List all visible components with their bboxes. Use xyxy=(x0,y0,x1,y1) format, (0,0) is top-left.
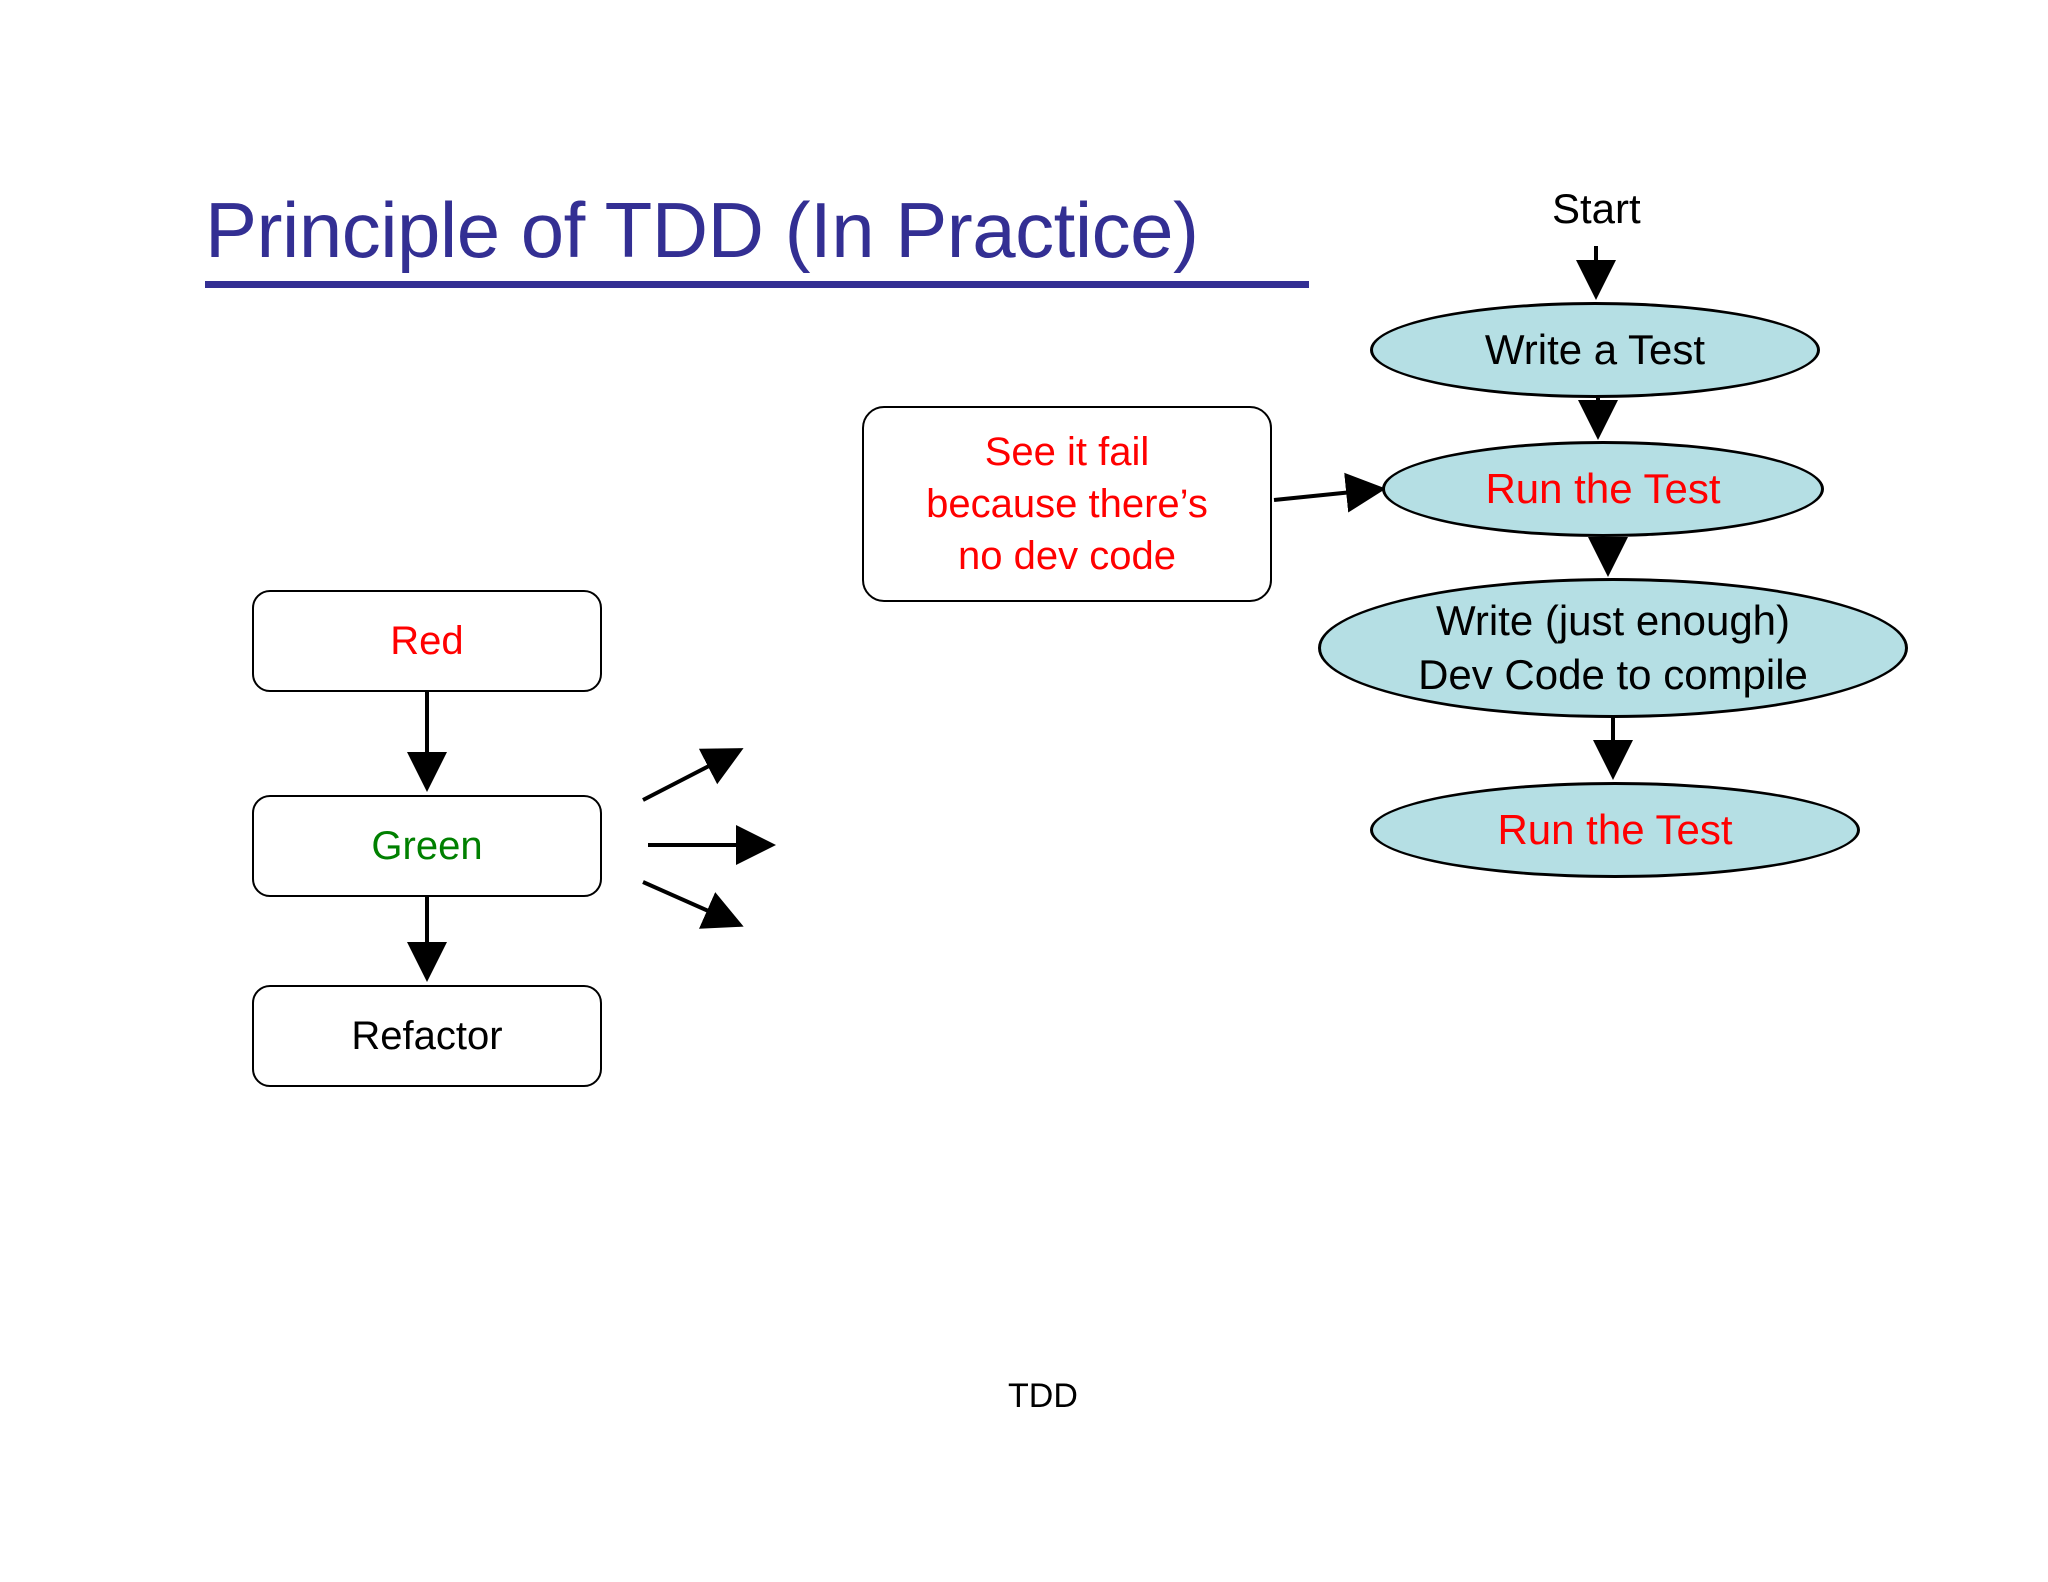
callout-line-3: no dev code xyxy=(958,534,1176,578)
process-box-red-label: Red xyxy=(390,618,464,663)
process-box-refactor-label: Refactor xyxy=(351,1013,503,1058)
start-label: Start xyxy=(1552,185,1641,232)
node-run-the-test-2[interactable]: Run the Test xyxy=(1370,782,1860,878)
arrow-fanout-down-right xyxy=(642,880,744,929)
node-run-the-test-1[interactable]: Run the Test xyxy=(1382,441,1824,537)
node-run-the-test-1-label: Run the Test xyxy=(1485,465,1721,512)
node-write-dev-code[interactable]: Write (just enough) Dev Code to compile xyxy=(1318,578,1908,718)
arrow-callout-to-run-test xyxy=(1273,472,1386,513)
title-block: Principle of TDD (In Practice) xyxy=(205,182,1320,288)
node-write-a-test[interactable]: Write a Test xyxy=(1370,302,1820,398)
arrow-fanout-up-right xyxy=(642,748,744,802)
page-title: Principle of TDD (In Practice) xyxy=(205,186,1199,274)
process-box-red[interactable]: Red xyxy=(252,590,602,692)
process-box-green[interactable]: Green xyxy=(252,795,602,897)
node-run-the-test-2-label: Run the Test xyxy=(1497,806,1733,853)
callout-line-2: because there’s xyxy=(926,482,1208,526)
title-underline xyxy=(205,281,1309,288)
node-write-a-test-label: Write a Test xyxy=(1484,326,1706,373)
footer-label: TDD xyxy=(1008,1377,1078,1415)
callout-line-1: See it fail xyxy=(984,430,1150,474)
process-box-green-label: Green xyxy=(371,823,483,868)
node-write-dev-code-line-1: Write (just enough) xyxy=(1435,597,1791,644)
process-box-refactor[interactable]: Refactor xyxy=(252,985,602,1087)
callout-see-it-fail[interactable]: See it fail because there’s no dev code xyxy=(862,406,1272,602)
node-write-dev-code-line-2: Dev Code to compile xyxy=(1418,651,1808,698)
